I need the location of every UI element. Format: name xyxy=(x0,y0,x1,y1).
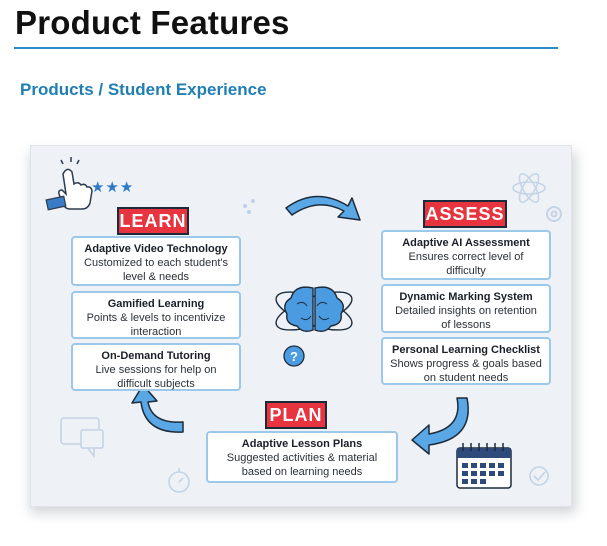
card-text: Suggested activities & material xyxy=(226,452,378,464)
cycle-arrow-icon xyxy=(285,195,361,221)
plan-badge: PLAN xyxy=(265,401,327,429)
card-text: Ensures correct level of xyxy=(408,251,524,263)
card-text: difficulty xyxy=(446,265,486,277)
card-text: based on learning needs xyxy=(241,466,363,478)
card-text: level & needs xyxy=(122,271,190,283)
brain-icon xyxy=(275,286,353,333)
card-text: difficult subjects xyxy=(117,378,195,390)
card-text: Live sessions for help on xyxy=(95,364,217,376)
learn-card: On-Demand Tutoring Live sessions for hel… xyxy=(71,343,241,391)
card-title: Adaptive Video Technology xyxy=(84,243,228,255)
card-title: Dynamic Marking System xyxy=(399,291,533,303)
stopwatch-icon xyxy=(168,468,190,493)
card-text: Customized to each student's xyxy=(84,257,228,269)
title-divider xyxy=(14,47,558,49)
learn-badge: LEARN xyxy=(117,207,189,235)
figure-decorations: ? xyxy=(45,157,562,493)
card-title: Personal Learning Checklist xyxy=(392,344,540,356)
assess-card: Personal Learning Checklist Shows progre… xyxy=(381,337,551,385)
card-text: Shows progress & goals based xyxy=(390,358,542,370)
gear-icon xyxy=(546,206,562,222)
calendar-icon xyxy=(456,443,512,489)
svg-text:?: ? xyxy=(290,349,298,364)
assess-card: Adaptive AI Assessment Ensures correct l… xyxy=(381,230,551,280)
breadcrumb[interactable]: Products / Student Experience xyxy=(20,80,267,99)
assess-card: Dynamic Marking System Detailed insights… xyxy=(381,284,551,333)
page-title: Product Features xyxy=(15,4,290,41)
plan-card: Adaptive Lesson Plans Suggested activiti… xyxy=(206,431,398,483)
cycle-arrow-icon xyxy=(411,397,469,455)
card-title: On-Demand Tutoring xyxy=(101,350,211,362)
star-icon: ★★★ xyxy=(91,179,135,196)
learning-cycle-figure: ? ★★★ LEARN Adaptive Video Te xyxy=(30,145,572,507)
cycle-arrow-icon xyxy=(131,384,184,433)
card-text: interaction xyxy=(130,326,182,338)
assess-badge: ASSESS xyxy=(423,200,507,228)
card-text: of lessons xyxy=(441,319,491,331)
card-text: Detailed insights on retention xyxy=(395,305,537,317)
card-title: Gamified Learning xyxy=(107,298,205,310)
pointer-hand-icon xyxy=(45,157,93,211)
question-bubble-icon: ? xyxy=(283,345,305,367)
atom-icon xyxy=(512,173,546,203)
card-text: Points & levels to incentivize xyxy=(86,312,226,324)
card-title: Adaptive AI Assessment xyxy=(402,237,530,249)
learn-card: Gamified Learning Points & levels to inc… xyxy=(71,291,241,339)
learn-card: Adaptive Video Technology Customized to … xyxy=(71,236,241,286)
checkmark-icon xyxy=(529,466,549,486)
chat-thumbs-up-icon xyxy=(60,417,104,459)
card-title: Adaptive Lesson Plans xyxy=(241,438,363,450)
card-text: on student needs xyxy=(423,372,509,384)
